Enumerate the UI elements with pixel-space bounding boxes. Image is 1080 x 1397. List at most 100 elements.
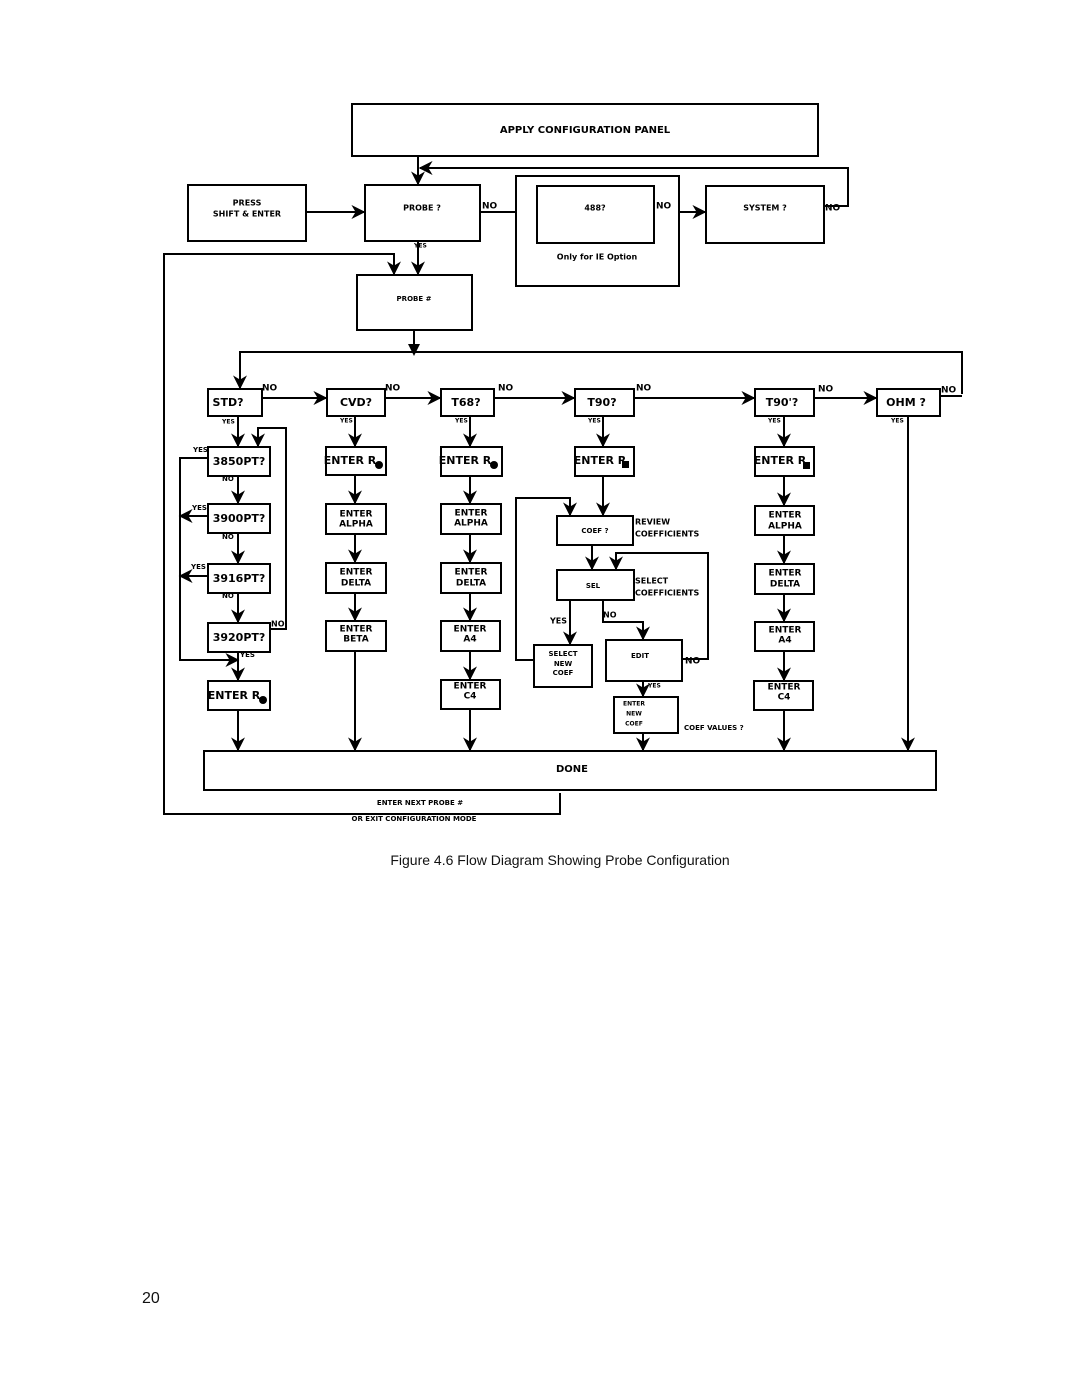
no-label: NO [603,611,617,620]
enter-label: ENTER [340,568,373,578]
node-t68-enter-delta: ENTER DELTA [440,562,502,594]
new-label: NEW [554,660,573,668]
no-label: NO [222,592,234,600]
r0-subscript-icon [259,696,267,704]
alpha-label: ALPHA [768,522,802,532]
a4-label: A4 [778,636,791,646]
no-label: NO [941,386,957,396]
no-label: NO [271,620,285,629]
coef-label: COEF [625,721,643,728]
enter-label: ENTER [340,510,373,520]
enter-label: ENTER [769,511,802,521]
node-t90b-enter-alpha: ENTER ALPHA [754,505,815,536]
std-label: STD? [213,396,244,409]
c4-label: C4 [778,693,791,703]
no-label: NO [262,384,278,394]
node-t90: T90? [574,388,635,417]
enter-label: ENTER [769,569,802,579]
yes-label: YES [191,504,207,512]
arrow-enter-next-loop [163,253,561,815]
beta-label: BETA [343,635,368,645]
no-label: NO [222,533,234,541]
arrow-sel-no [602,600,650,641]
enter-r0-label: ENTER R [208,689,261,702]
yes-label: YES [767,418,781,425]
3916pt-label: 3916PT? [213,572,266,585]
page-number: 20 [142,1290,160,1307]
node-done: DONE [203,750,937,791]
delta-label: DELTA [456,579,486,589]
node-cvd-enter-delta: ENTER DELTA [325,562,387,594]
coefficients-label: COEFFICIENTS [635,530,700,539]
enter-label: ENTER [455,509,488,519]
node-cvd: CVD? [326,388,386,417]
node-3850pt: 3850PT? [207,446,271,477]
yes-label: YES [454,418,468,425]
exit-configuration-label: OR EXIT CONFIGURATION MODE [352,815,477,823]
coef-question-label: COEF ? [581,527,608,535]
r0-subscript-icon [375,461,383,469]
node-t90b-enter-c4: ENTER C4 [753,680,814,711]
shift-enter-label: SHIFT & ENTER [213,210,281,219]
3920pt-label: 3920PT? [213,631,266,644]
node-sel: SEL [556,569,635,601]
node-std: STD? [207,388,263,417]
arrow-3850-yes [179,457,240,667]
node-system-question: SYSTEM ? [705,185,825,244]
node-apply-panel: APPLY CONFIGURATION PANEL [351,103,819,157]
enter-r0-label: ENTER R [324,454,377,467]
ohm-label: OHM ? [886,396,926,409]
enter-label: ENTER [455,568,488,578]
r0-subscript-icon [803,462,810,469]
edit-label: EDIT [631,652,649,660]
yes-label: YES [647,683,661,690]
enter-next-probe-label: ENTER NEXT PROBE # [377,799,463,807]
done-label: DONE [556,764,588,775]
press-label: PRESS [233,199,262,208]
select-label: SELECT [635,577,669,586]
node-enter-new-coef: ENTER NEW COEF [613,696,679,734]
node-t90-enter-r0: ENTER R [574,446,635,477]
enter-r0-label: ENTER R [754,454,807,467]
no-label: NO [222,475,234,483]
node-std-enter-r0: ENTER R [207,680,271,711]
enter-label: ENTER [454,682,487,692]
node-press-shift-enter: PRESS SHIFT & ENTER [187,184,307,242]
enter-label: ENTER [769,626,802,636]
delta-label: DELTA [341,579,371,589]
alpha-label: ALPHA [339,520,373,530]
3900pt-label: 3900PT? [213,512,266,525]
node-3900pt: 3900PT? [207,503,271,534]
node-cvd-enter-r0: ENTER R [324,446,387,476]
system-question-label: SYSTEM ? [743,204,787,213]
t90-label: T90? [587,396,616,409]
c4-label: C4 [464,692,477,702]
no-label: NO [498,384,514,394]
new-label: NEW [626,711,642,718]
node-probe-number: PROBE # [356,274,473,331]
node-t90b-enter-delta: ENTER DELTA [754,563,815,595]
node-select-new-coef: SELECT NEW COEF [533,644,593,688]
r0-subscript-icon [622,461,629,468]
probe-question-label: PROBE ? [403,204,441,213]
yes-label: YES [413,243,427,250]
review-label: REVIEW [635,518,670,527]
arrow-system-no-loop [418,161,849,207]
node-t68-enter-r0: ENTER R [439,446,503,477]
arrow-edit-no-loop [609,552,709,660]
apply-panel-label: APPLY CONFIGURATION PANEL [500,125,671,136]
node-t68-enter-alpha: ENTER ALPHA [440,503,502,535]
node-probe-question: PROBE ? [364,184,481,242]
enter-label: ENTER [454,625,487,635]
delta-label: DELTA [770,580,800,590]
arrow-3920-no-loop [251,427,287,630]
node-t68: T68? [440,388,495,417]
no-label: NO [825,204,841,214]
enter-r0-label: ENTER R [574,454,627,467]
sel-label: SEL [586,582,601,590]
node-t90-prime: T90'? [754,388,815,417]
node-cvd-enter-beta: ENTER BETA [325,620,387,652]
node-3916pt: 3916PT? [207,563,271,594]
yes-label: YES [549,617,567,626]
